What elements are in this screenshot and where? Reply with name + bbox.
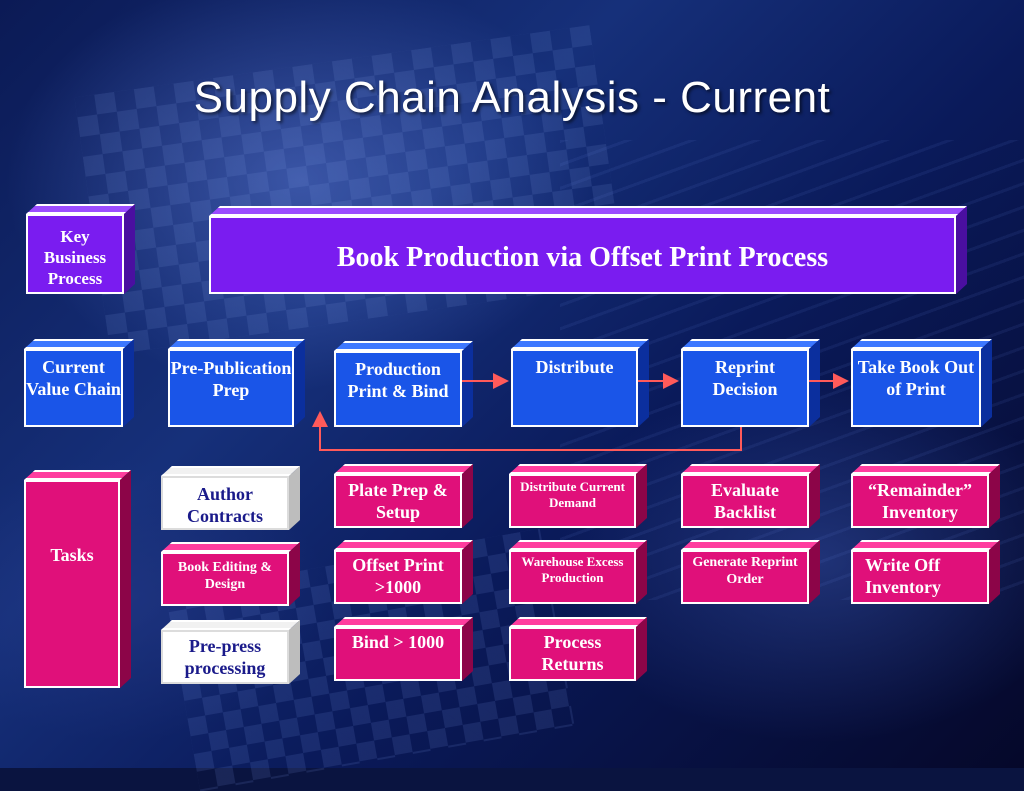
task-label: Bind > 1000 xyxy=(351,632,445,652)
chain-step-production: Production Print & Bind xyxy=(334,351,462,427)
task-label: Author Contracts xyxy=(187,484,263,526)
task-label: Pre-press processing xyxy=(184,636,266,678)
task-label: “Remainder” Inventory xyxy=(868,480,972,522)
key-business-process-label: Key Business Process xyxy=(43,227,107,288)
task-offset-print: Offset Print >1000 xyxy=(334,550,462,604)
chain-step-label: Take Book Out of Print xyxy=(857,357,975,399)
chain-step-label: Pre-Publication Prep xyxy=(170,358,292,400)
current-value-chain-label: Current Value Chain xyxy=(26,357,121,399)
process-banner: Book Production via Offset Print Process xyxy=(209,216,956,294)
task-label: Warehouse Excess Production xyxy=(521,554,624,585)
key-business-process-box: Key Business Process xyxy=(26,214,124,294)
task-process-returns: Process Returns xyxy=(509,627,636,681)
task-label: Book Editing & Design xyxy=(177,560,273,592)
task-label: Plate Prep & Setup xyxy=(348,480,448,522)
task-distribute-demand: Distribute Current Demand xyxy=(509,474,636,528)
chain-step-pre-publication: Pre-Publication Prep xyxy=(168,349,294,427)
current-value-chain-label-box: Current Value Chain xyxy=(24,349,123,427)
task-author-contracts: Author Contracts xyxy=(161,476,289,530)
slide-title: Supply Chain Analysis - Current xyxy=(193,73,831,122)
task-label: Distribute Current Demand xyxy=(520,479,625,510)
task-label: Offset Print >1000 xyxy=(352,555,444,597)
task-warehouse-excess: Warehouse Excess Production xyxy=(509,550,636,604)
task-pre-press: Pre-press processing xyxy=(161,630,289,684)
chain-step-take-out-of-print: Take Book Out of Print xyxy=(851,349,981,427)
task-label: Evaluate Backlist xyxy=(710,480,779,522)
task-book-editing: Book Editing & Design xyxy=(161,552,289,606)
process-banner-text: Book Production via Offset Print Process xyxy=(336,242,829,273)
chain-step-reprint-decision: Reprint Decision xyxy=(681,349,809,427)
task-bind: Bind > 1000 xyxy=(334,627,462,681)
chain-step-distribute: Distribute xyxy=(511,349,638,427)
task-label: Write Off Inventory xyxy=(865,555,941,597)
chain-step-label: Distribute xyxy=(535,357,614,377)
tasks-label: Tasks xyxy=(50,545,94,565)
task-evaluate-backlist: Evaluate Backlist xyxy=(681,474,809,528)
task-label: Generate Reprint Order xyxy=(692,555,798,587)
task-plate-prep: Plate Prep & Setup xyxy=(334,474,462,528)
tasks-label-box: Tasks xyxy=(24,480,120,688)
task-generate-reprint: Generate Reprint Order xyxy=(681,550,809,604)
task-remainder-inventory: “Remainder” Inventory xyxy=(851,474,989,528)
chain-step-label: Production Print & Bind xyxy=(347,359,449,401)
chain-step-label: Reprint Decision xyxy=(712,357,778,399)
task-label: Process Returns xyxy=(541,632,604,674)
task-write-off-inventory: Write Off Inventory xyxy=(851,550,989,604)
